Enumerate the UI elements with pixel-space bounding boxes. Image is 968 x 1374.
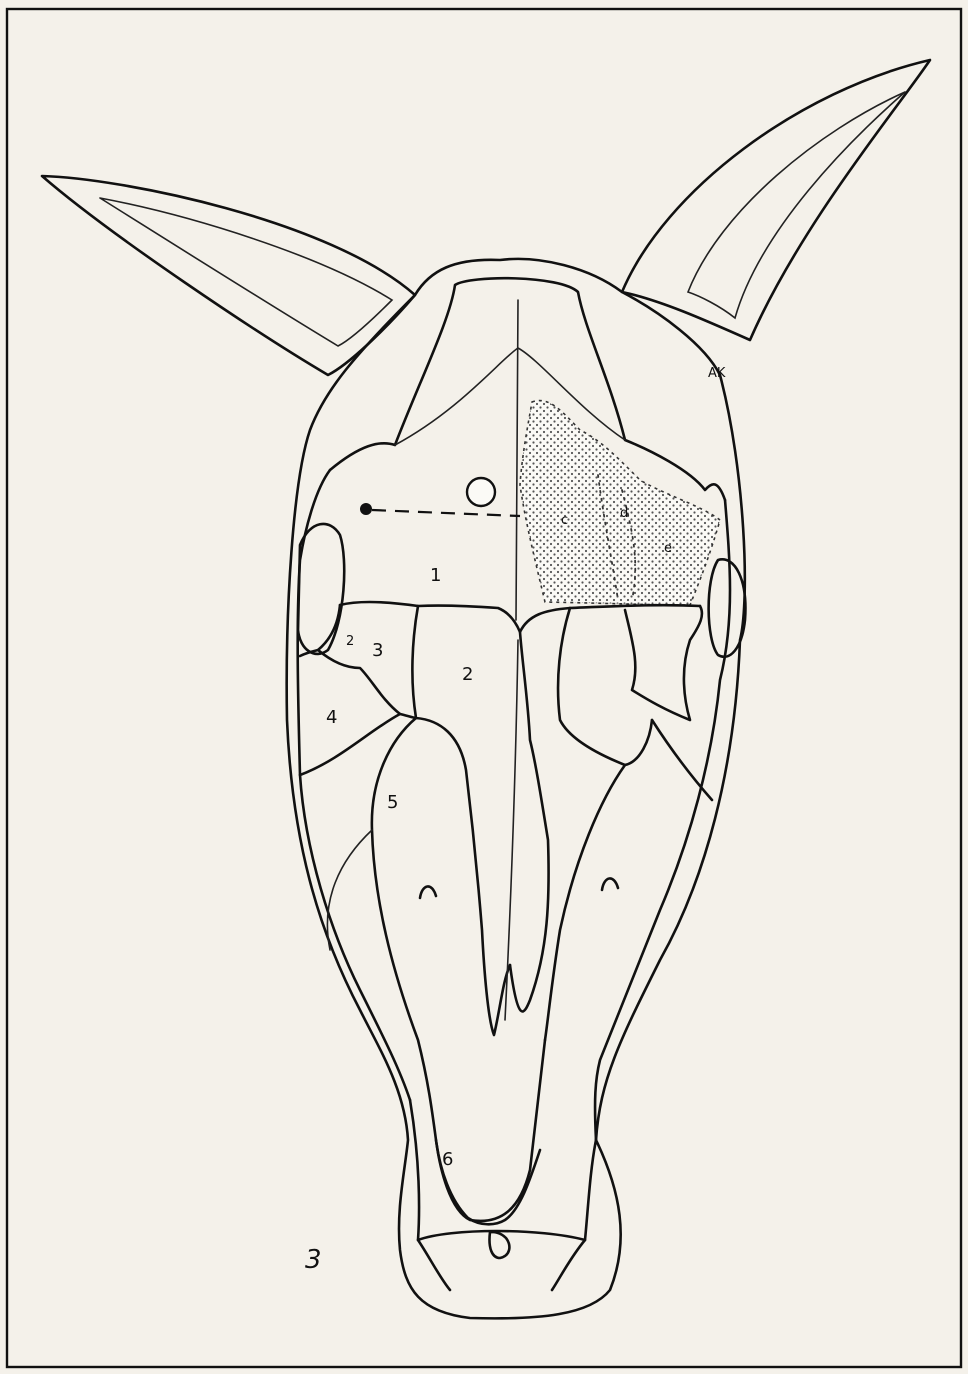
label-4: 4 [326, 707, 337, 728]
maxilla-right [545, 765, 625, 1040]
midline [516, 300, 518, 620]
muzzle-lower-left [418, 1240, 450, 1290]
sublabel-d: d [620, 506, 628, 521]
nasal-bone-right [510, 632, 549, 1011]
suture-right-lacrimal [625, 606, 702, 720]
label-3: 3 [372, 640, 383, 661]
label-1: 1 [430, 565, 441, 586]
suture-region-4 [300, 650, 400, 775]
foramen-mark-right [602, 878, 618, 890]
suture-frontal [340, 602, 700, 632]
muzzle-inner-outline [410, 1100, 596, 1240]
nose-mark [489, 1232, 509, 1258]
suture-right-zygomatic [652, 720, 712, 800]
sublabel-2: 2 [346, 634, 354, 649]
stippled-sinus-region [520, 401, 720, 605]
label-5: 5 [387, 792, 398, 813]
sublabel-e: e [664, 541, 672, 556]
right-ear-inner [688, 92, 905, 318]
nasal-right-outer [558, 608, 652, 765]
dashed-line [372, 510, 520, 516]
marker-filled [360, 503, 372, 515]
artist-signature: AK [708, 366, 726, 381]
marker-open [467, 478, 495, 506]
page-frame [7, 9, 961, 1367]
nasal-central-spine [505, 640, 518, 1020]
sublabel-c: c [561, 513, 568, 528]
left-ear [42, 176, 415, 375]
label-2: 2 [462, 664, 473, 685]
suture-lacrimal [318, 605, 416, 718]
left-orbit [298, 524, 344, 654]
foramen-mark-left [420, 886, 436, 898]
figure-number: 3 [305, 1245, 322, 1275]
skull-lateral-left [298, 470, 410, 1100]
head-outline [287, 259, 745, 1318]
muzzle-lower-right [552, 1240, 585, 1290]
label-6: 6 [442, 1149, 453, 1170]
